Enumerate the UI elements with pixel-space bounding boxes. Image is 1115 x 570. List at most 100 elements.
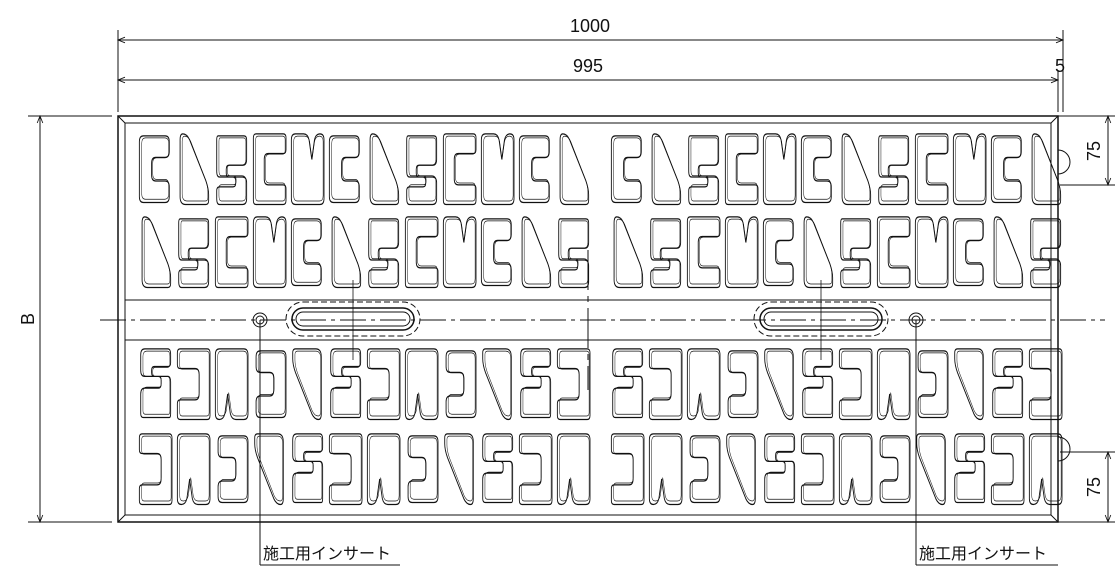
hole-outline [878, 135, 910, 206]
height-label: B [18, 313, 38, 325]
hole-inner-outline [445, 135, 476, 202]
hole-outline [914, 133, 949, 206]
hole-outline [141, 216, 172, 289]
pattern-holes [138, 133, 1063, 506]
hole-inner-outline [1031, 350, 1062, 417]
hole-outline [876, 216, 911, 289]
hole-outline [559, 133, 590, 206]
hole-outline [404, 216, 439, 289]
hole-inner-outline [521, 435, 552, 502]
hole-outline [444, 433, 474, 506]
hole-outline [254, 433, 284, 506]
hole-outline [406, 135, 438, 206]
hole-inner-outline [766, 350, 793, 417]
hole-inner-outline [445, 218, 476, 285]
hole-inner-outline [561, 135, 589, 202]
hole-outline [252, 133, 287, 206]
hole-outline [648, 433, 683, 506]
insert-right: 施工用インサート [908, 312, 1058, 566]
hole-inner-outline [331, 137, 359, 200]
hole-inner-outline [409, 437, 438, 500]
hole-outline [179, 133, 210, 206]
hole-outline [556, 433, 591, 506]
hole-outline [369, 133, 400, 206]
hole-outline [556, 348, 591, 421]
hole-inner-outline [729, 352, 758, 415]
hole-inner-outline [294, 435, 323, 500]
hole-inner-outline [257, 352, 286, 415]
hole-inner-outline [523, 218, 551, 285]
hole-inner-outline [766, 435, 795, 500]
hole-inner-outline [333, 218, 361, 285]
hole-outline [724, 133, 759, 206]
hole-outline [216, 135, 248, 206]
hole-outline [762, 133, 797, 206]
hole-outline [331, 216, 362, 289]
hole-outline [252, 216, 287, 289]
hole-inner-outline [691, 437, 720, 500]
hole-inner-outline [559, 350, 590, 417]
hole-inner-outline [218, 137, 247, 202]
hole-outline [290, 133, 325, 206]
hole-outline [990, 433, 1025, 506]
hole-inner-outline [842, 220, 871, 285]
dimension-overall-width: 1000 [116, 16, 1065, 112]
hole-inner-outline [956, 435, 985, 500]
hole-inner-outline [483, 220, 511, 283]
hole-inner-outline [217, 218, 248, 285]
hole-outline [727, 350, 759, 419]
hole-outline [648, 348, 683, 421]
hole-inner-outline [294, 350, 321, 417]
top-offset-label: 75 [1084, 141, 1104, 161]
hole-outline [330, 348, 362, 419]
hole-inner-outline [217, 350, 248, 417]
hole-outline [726, 433, 756, 506]
plate-outline [117, 115, 1071, 523]
hole-inner-outline [879, 350, 910, 417]
edge-offset-label: 5 [1055, 56, 1065, 76]
hole-inner-outline [728, 435, 755, 502]
hole-outline [442, 133, 477, 206]
hole-inner-outline [141, 137, 169, 200]
hole-outline [1031, 133, 1062, 206]
hole-inner-outline [689, 350, 720, 417]
hole-outline [521, 216, 552, 289]
hole-outline [990, 135, 1022, 204]
dimension-bottom-offset: 75 [1056, 450, 1115, 524]
hole-outline [876, 348, 911, 421]
hole-outline [176, 348, 211, 421]
hole-inner-outline [370, 220, 399, 285]
hole-inner-outline [765, 135, 796, 202]
hole-inner-outline [255, 135, 286, 202]
hole-inner-outline [559, 435, 590, 502]
hole-inner-outline [371, 135, 399, 202]
hole-outline [480, 133, 515, 206]
hole-outline [610, 135, 642, 204]
hole-outline [1030, 218, 1062, 289]
hole-inner-outline [803, 435, 834, 502]
hole-inner-outline [142, 350, 171, 415]
hole-inner-outline [805, 218, 833, 285]
hole-inner-outline [331, 435, 362, 502]
hole-outline [613, 216, 644, 289]
insert-right-label: 施工用インサート [919, 544, 1047, 563]
hole-inner-outline [407, 350, 438, 417]
hole-outline [1028, 348, 1063, 421]
hole-inner-outline [689, 218, 720, 285]
hole-inner-outline [955, 220, 983, 283]
hole-inner-outline [143, 218, 171, 285]
hole-inner-outline [727, 218, 758, 285]
hole-inner-outline [994, 350, 1023, 415]
hole-inner-outline [803, 137, 831, 200]
hole-outline [290, 218, 322, 287]
hole-outline [445, 350, 477, 419]
hole-outline [292, 348, 322, 421]
hole-inner-outline [841, 435, 872, 502]
dimension-inner-width: 995 5 [116, 56, 1065, 112]
insert-left-label: 施工用インサート [263, 544, 391, 563]
hole-outline [214, 216, 249, 289]
hole-inner-outline [919, 352, 948, 415]
hole-outline [482, 433, 514, 504]
hole-inner-outline [256, 435, 283, 502]
hole-outline [328, 135, 360, 204]
